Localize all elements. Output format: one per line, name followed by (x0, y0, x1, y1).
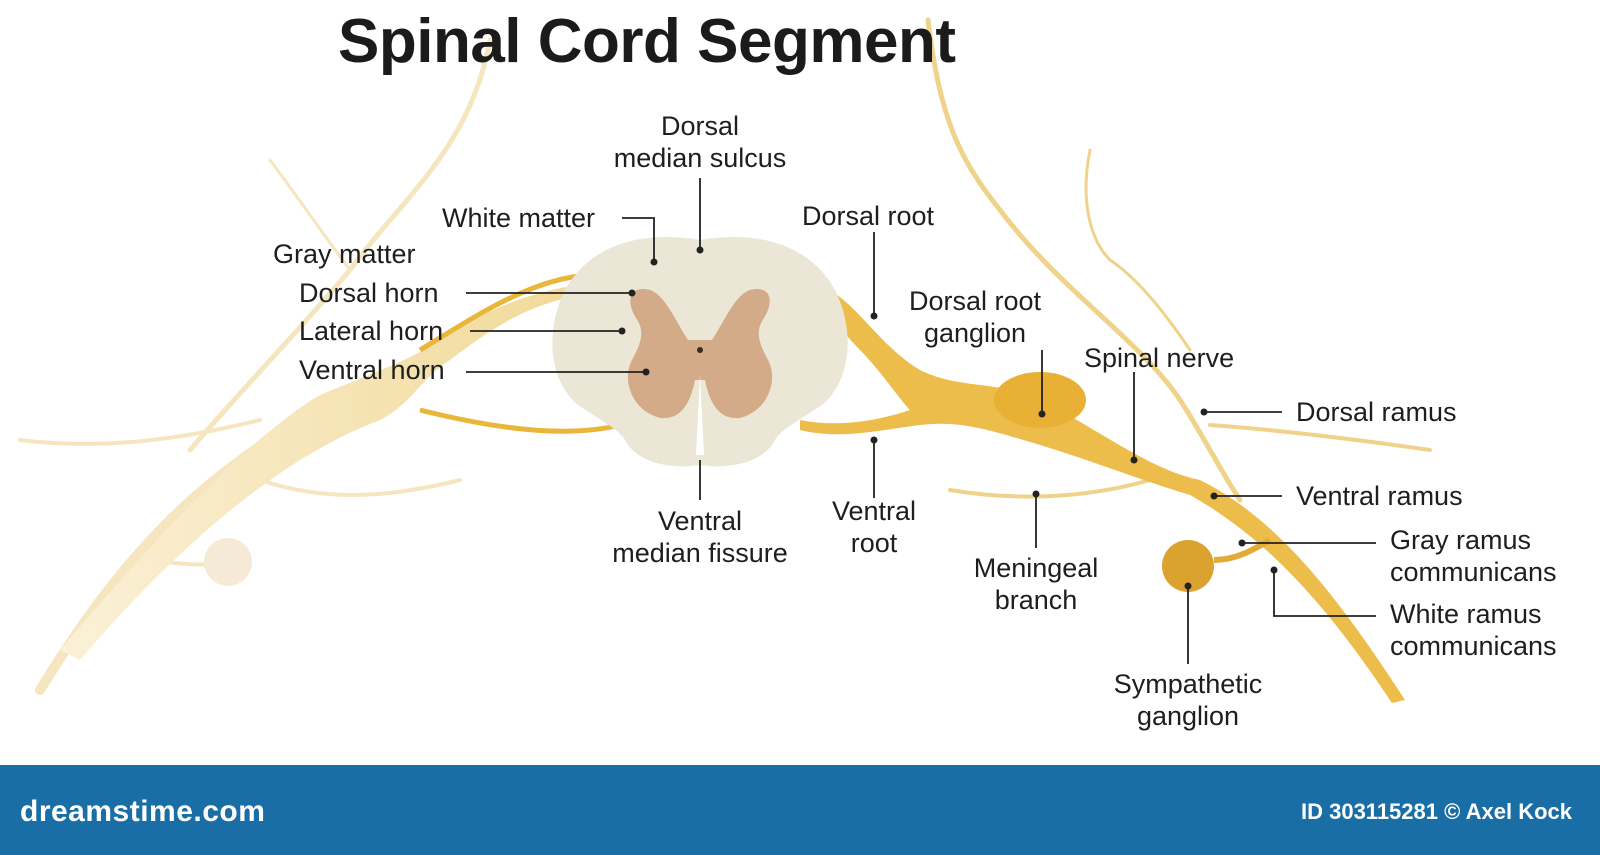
left-sympathetic-ganglion (204, 538, 252, 586)
label-ventral-median-fissure: Ventral median fissure (590, 505, 810, 569)
label-line: median sulcus (613, 143, 787, 173)
label-line: ganglion (923, 318, 1027, 348)
label-ventral-ramus: Ventral ramus (1296, 481, 1463, 511)
image-credit: ID 303115281 © Axel Kock (1300, 799, 1572, 824)
label-meningeal-branch: Meningeal branch (956, 552, 1116, 616)
label-line: Ventral (831, 496, 917, 526)
label-dorsal-median-sulcus: Dorsal median sulcus (590, 110, 810, 174)
label-line: root (850, 528, 898, 558)
label-line: Gray ramus (1390, 525, 1532, 555)
label-dorsal-root: Dorsal root (802, 201, 935, 231)
label-line: Meningeal (973, 553, 1099, 583)
page-title: Spinal Cord Segment (338, 7, 956, 76)
label-line: Sympathetic (1113, 669, 1263, 699)
rami-communicantes (1213, 537, 1272, 563)
label-lateral-horn: Lateral horn (299, 316, 444, 346)
label-line: Dorsal (660, 111, 740, 141)
label-line: communicans (1390, 557, 1557, 587)
label-line: White ramus (1390, 599, 1542, 629)
label-white-matter: White matter (442, 203, 596, 233)
left-ventral-root (419, 407, 621, 434)
label-line: median fissure (612, 538, 788, 568)
gray-matter (627, 289, 773, 419)
footer-bar: dreamstime.com ID 303115281 © Axel Kock (0, 765, 1600, 855)
central-canal (697, 347, 703, 353)
label-sympathetic-ganglion: Sympathetic ganglion (1098, 668, 1278, 732)
sympathetic-ganglion-shape (1162, 540, 1214, 592)
label-line: Dorsal root (908, 286, 1042, 316)
left-dorsal-root (418, 272, 591, 353)
brand-logo[interactable]: dreamstime.com (20, 795, 266, 828)
label-white-ramus-communicans: White ramus communicans (1390, 598, 1557, 662)
label-dorsal-ramus: Dorsal ramus (1296, 397, 1457, 427)
label-dorsal-horn: Dorsal horn (299, 278, 439, 308)
leader-dots (618, 246, 1278, 590)
dorsal-root-ganglion-shape (994, 372, 1086, 428)
anatomy-illustration (18, 17, 1432, 703)
leader-lines (466, 178, 1376, 664)
label-ventral-horn: Ventral horn (299, 355, 445, 385)
right-spinal-nerve (800, 280, 1405, 703)
ventral-median-fissure-shape (696, 375, 704, 455)
label-gray-ramus-communicans: Gray ramus communicans (1390, 524, 1557, 588)
label-ventral-root: Ventral root (814, 495, 934, 559)
label-line: Ventral (657, 506, 743, 536)
label-line: ganglion (1136, 701, 1240, 731)
label-gray-matter: Gray matter (273, 239, 416, 269)
spinal-cord-diagram: Spinal Cord Segment Dorsal median sulcus… (18, 7, 1557, 732)
label-spinal-nerve: Spinal nerve (1084, 343, 1235, 373)
label-line: branch (994, 585, 1078, 615)
right-nerve-branches (925, 17, 1432, 572)
label-line: communicans (1390, 631, 1557, 661)
label-dorsal-root-ganglion: Dorsal root ganglion (895, 285, 1055, 349)
